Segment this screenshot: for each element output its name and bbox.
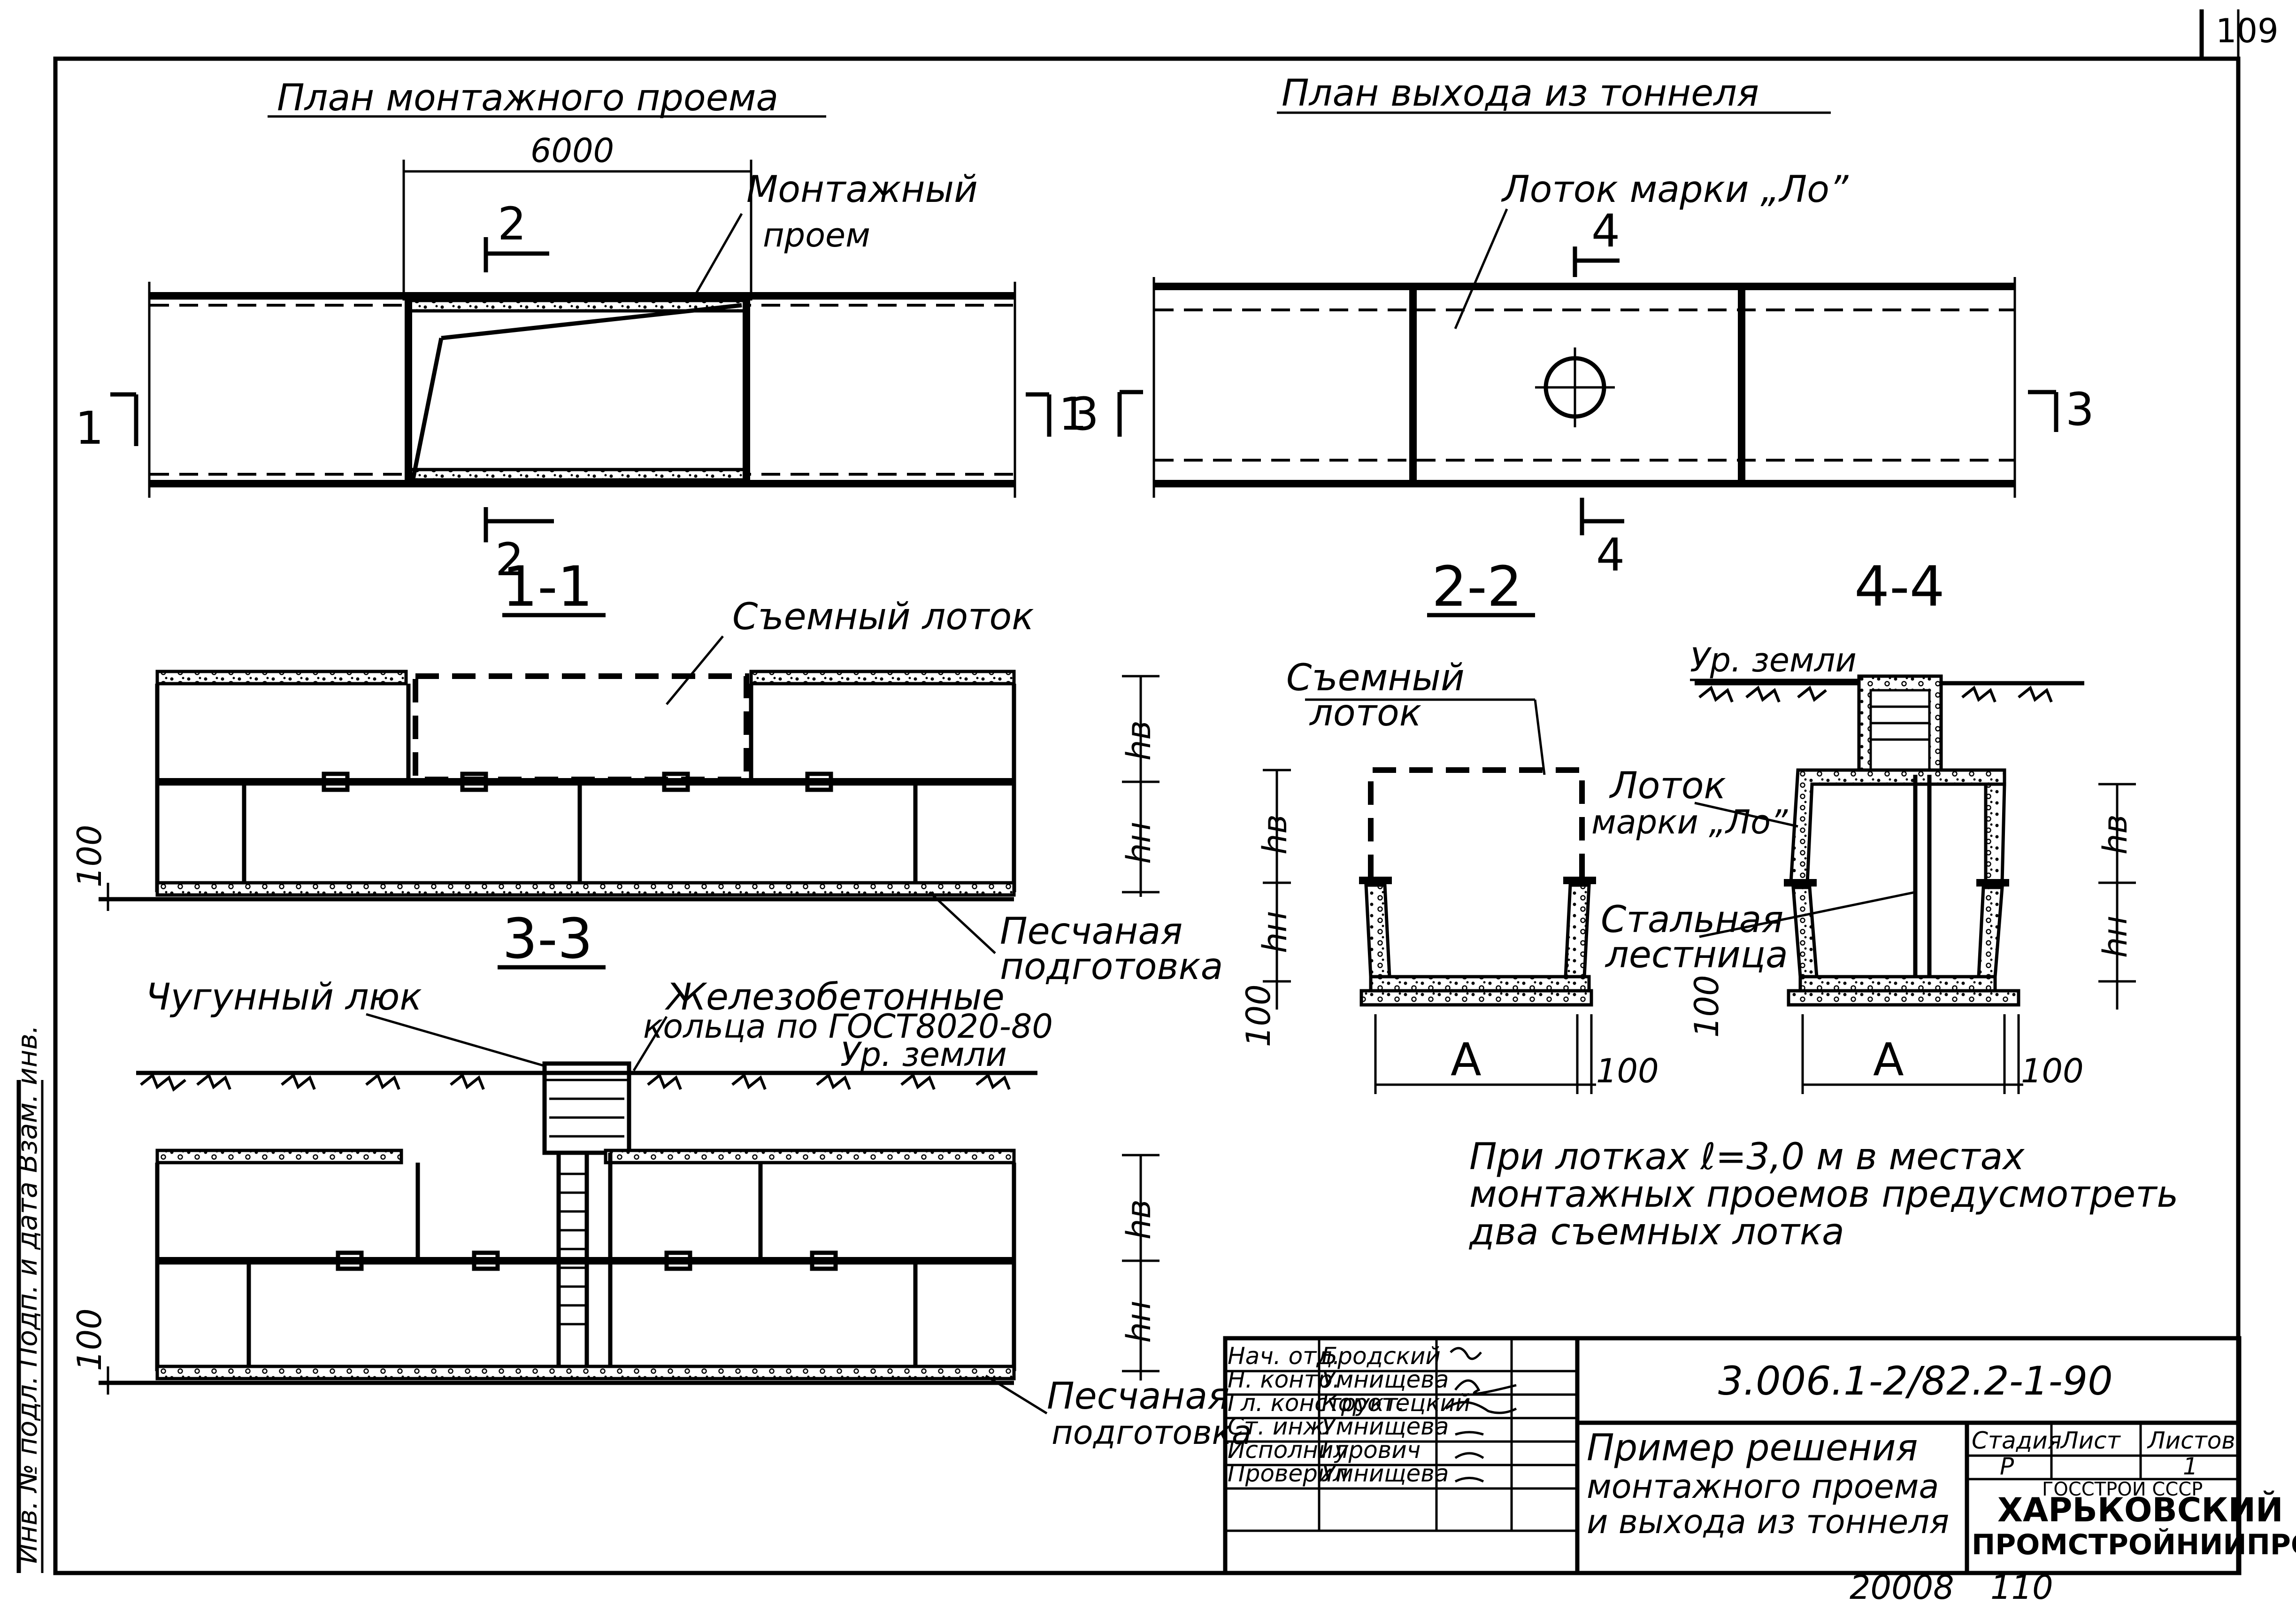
rings-label-2: кольца по ГОСТ8020-80 [643,1007,1053,1046]
bottom-number-left: 20008 [1850,1568,1954,1604]
section-1-1: 1-1 Съемный лоток hв hн 100 Песчаная под… [70,554,1223,988]
exit-tray-label: Лоток марки „Ло” [1501,169,1849,211]
ladder-label-2: лестница [1605,934,1788,976]
name-4: Умнищева [1321,1413,1449,1440]
stage-header: Стадия [1972,1427,2062,1454]
sand-label-1-1-a: Песчаная [1000,910,1183,953]
org-line-1: ГОССТРОЙ СССР [2042,1478,2203,1500]
role-2: Н. контр. [1228,1366,1340,1393]
note-line-2: монтажных проемов предусмотреть [1469,1173,2179,1216]
bottom-number-right: 110 [1990,1568,2053,1604]
side-dim-2-2: 100 [1596,1052,1659,1090]
cut-4-bottom: 4 [1596,529,1625,581]
cut-3-left: 3 [1070,388,1099,440]
h-bottom-1-1: hн [1120,822,1158,864]
sheet-header: Лист [2060,1427,2121,1454]
name-1: Бродский [1321,1342,1441,1370]
hatch-label: Чугунный люк [146,976,422,1018]
doc-code: 3.006.1-2/82.2-1-90 [1718,1358,2113,1404]
cut-4-top: 4 [1591,205,1620,257]
cut-3-right: 3 [2066,383,2094,436]
section-3-3-title: 3-3 [502,906,593,971]
opening-label-2: проем [763,216,870,254]
opening-dimension: 6000 [530,131,614,170]
base-dim-1-1: 100 [70,825,109,887]
section-2-2: 2-2 Съемный лоток hв hн 100 A 100 [1239,554,1659,1094]
ladder-label-1: Стальная [1601,899,1783,941]
ground-label-4-4: Ур. земли [1690,641,1857,679]
width-a-2-2: A [1451,1033,1482,1086]
ground-label-3-3: Ур. земли [840,1035,1007,1074]
doc-desc-1: Пример решения [1587,1427,1918,1469]
section-3-3: 3-3 Чугунный люк Железобетонные кольца п… [70,906,1252,1452]
cut-2-bottom: 2 [495,533,524,586]
side-stamp: Инв. № подл. Подп. и дата Взам. инв. [11,1025,43,1564]
role-3: Гл. конструкт. [1228,1389,1405,1417]
removable-tray-label: Съемный лоток [732,596,1034,638]
role-1: Нач. отд. [1228,1342,1340,1370]
name-3: Коротецкий [1321,1389,1471,1417]
h-top-1-1: hв [1120,720,1158,761]
plan-tunnel-exit: План выхода из тоннеля Лоток марки „Ло” … [1070,72,2094,581]
section-4-4-title: 4-4 [1854,554,1945,619]
note-line-1: При лотках ℓ=3,0 м в местах [1469,1136,2025,1178]
role-5: Исполнил [1228,1436,1348,1464]
sheets-header: Листов [2147,1427,2235,1454]
side-dim-4-4: 100 [2021,1052,2084,1090]
cut-1-right: 1 [1059,388,1087,440]
sand-label-3-3-b: подготовка [1052,1413,1252,1452]
base-dim-2-2: 100 [1239,984,1278,1047]
name-2: Умнищева [1321,1366,1449,1393]
h-bottom-4-4: hн [2096,916,2135,958]
name-6: Умнищева [1321,1460,1449,1487]
doc-desc-3: и выхода из тоннеля [1587,1503,1949,1541]
section-4-4: 4-4 Ур. земли Лоток марки „Ло” Стальная … [1591,554,2136,1094]
cut-1-left: 1 [75,402,104,455]
signatures [1445,1347,1517,1483]
page-number: 109 [2216,12,2279,50]
h-top-2-2: hв [1256,814,1294,855]
rings-label-1: Железобетонные [665,976,1005,1018]
base-dim-3-3: 100 [70,1308,109,1371]
org-line-2: ХАРЬКОВСКИЙ [1997,1491,2283,1529]
h-bottom-2-2: hн [1256,911,1294,953]
base-dim-4-4: 100 [1688,975,1726,1038]
doc-desc-2: монтажного проема [1587,1467,1939,1506]
section-2-2-title: 2-2 [1432,554,1522,619]
plan-exit-title: План выхода из тоннеля [1282,72,1759,115]
role-6: Проверил [1228,1460,1348,1487]
h-top-3-3: hв [1120,1199,1158,1240]
plan-mounting-opening: План монтажного проема 6000 Монтажный пр… [75,77,1087,586]
cut-2-top: 2 [498,198,526,250]
section-1-1-title: 1-1 [502,554,593,619]
width-a-4-4: A [1873,1033,1904,1086]
name-5: Гурович [1321,1436,1421,1464]
stage-value: Р [2000,1453,2014,1480]
org-line-3: ПРОМСТРОЙНИИПРОЕКТ [1972,1527,2296,1561]
sheets-value: 1 [2183,1453,2198,1480]
h-bottom-3-3: hн [1120,1301,1158,1343]
role-4: Ст. инж. [1228,1413,1332,1440]
tray-lo-label-1: Лоток [1609,765,1726,807]
title-block: Нач. отд. Н. контр. Гл. конструкт. Ст. и… [1223,1336,2296,1575]
sheet-frame: 109 Инв. № подл. Подп. и дата Взам. инв. [11,9,2279,1575]
h-top-4-4: hв [2096,814,2135,855]
removable-tray-2-2-a: Съемный [1286,657,1465,699]
plan-opening-title: План монтажного проема [277,77,778,119]
sand-label-3-3-a: Песчаная [1047,1375,1229,1418]
sand-label-1-1-b: подготовка [1000,946,1223,988]
general-note: При лотках ℓ=3,0 м в местах монтажных пр… [1468,1136,2179,1253]
tray-lo-label-2: марки „Ло” [1591,803,1788,841]
opening-label-1: Монтажный [746,169,978,211]
note-line-3: два съемных лотка [1468,1211,1844,1253]
